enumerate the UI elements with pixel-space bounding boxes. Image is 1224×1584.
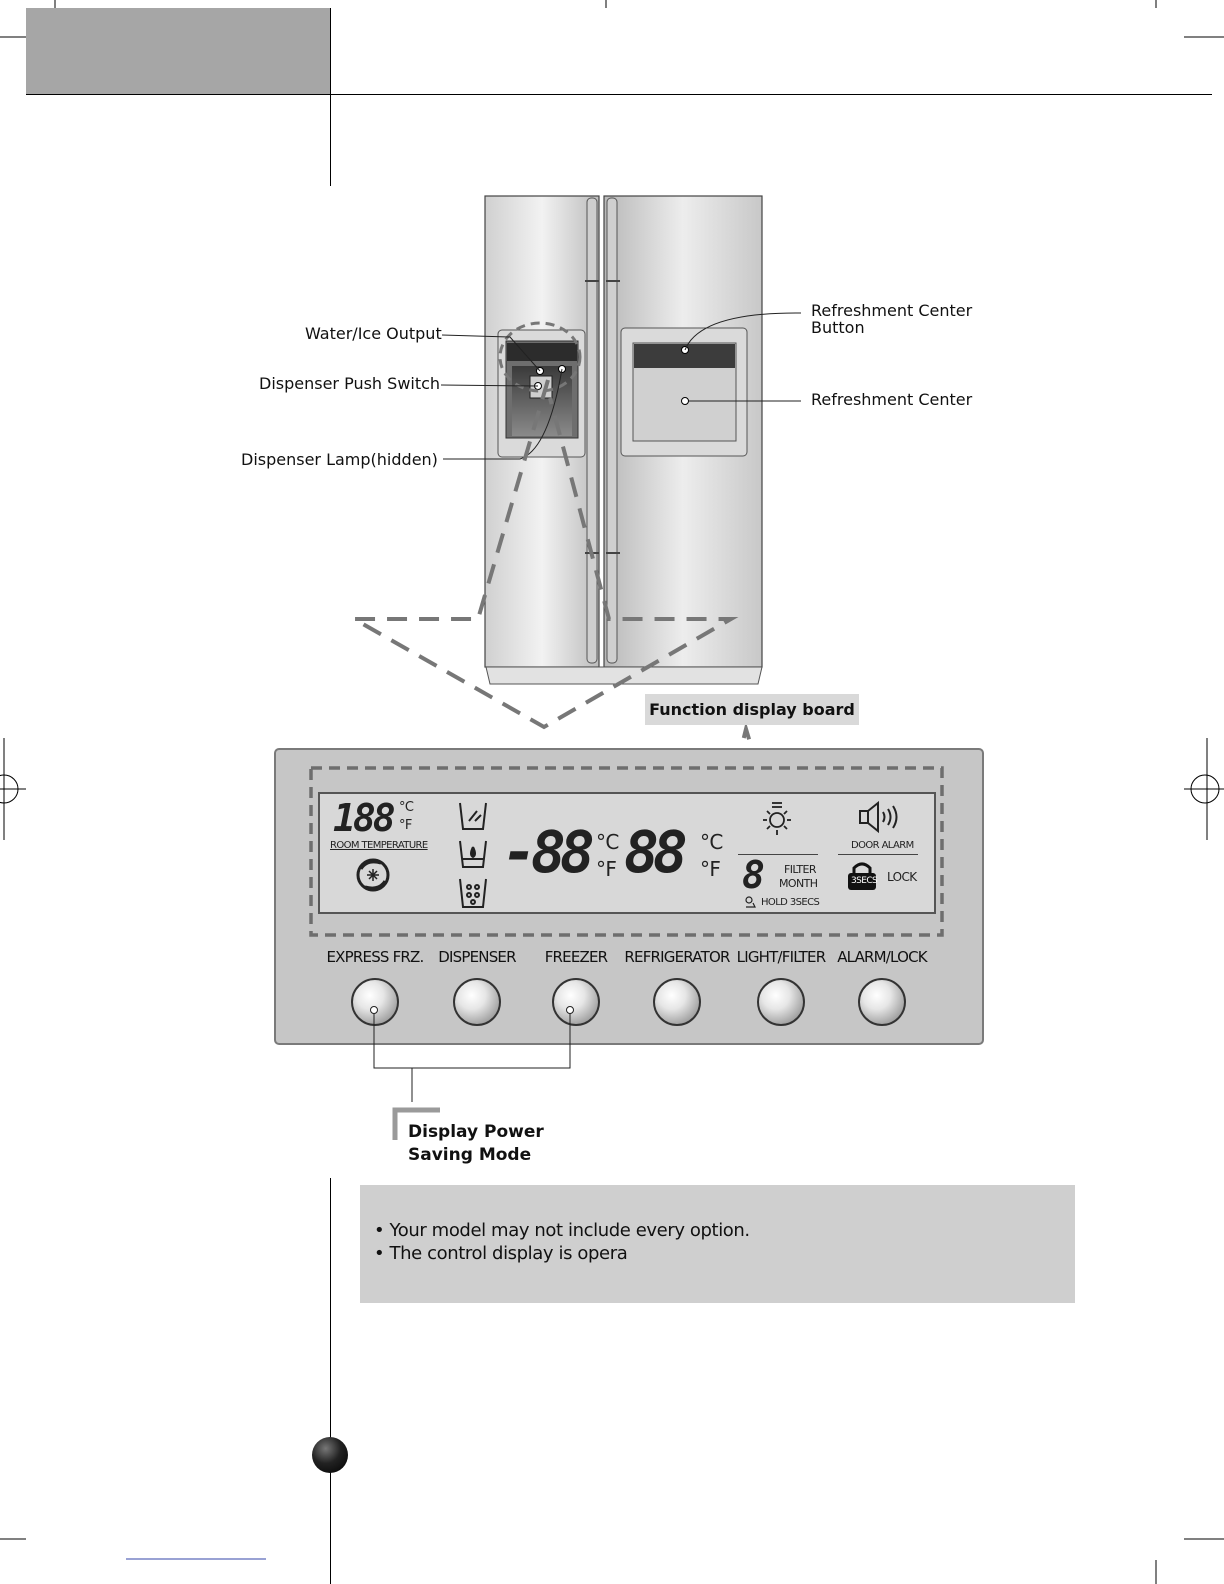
light-filter-button[interactable] xyxy=(757,978,805,1026)
header-rule xyxy=(26,94,1212,95)
alarm-lock-button[interactable] xyxy=(858,978,906,1026)
express-frz-button[interactable] xyxy=(351,978,399,1026)
filter-month-digit: 8 xyxy=(742,853,765,897)
freezer-label: FREEZER xyxy=(544,948,608,966)
hand-press-icon xyxy=(745,896,756,908)
display-power-saving-line1: Display Power xyxy=(408,1122,544,1142)
freezer-celsius: °C xyxy=(596,830,619,854)
fridge-temp-digits: 88 xyxy=(624,818,688,886)
freezer-button[interactable] xyxy=(552,978,600,1026)
fridge-fahrenheit: °F xyxy=(700,857,721,881)
callout-dispenser-push-switch: Dispenser Push Switch xyxy=(259,374,441,393)
crushed-ice-cup-icon xyxy=(459,878,487,908)
note-box xyxy=(360,1185,1075,1303)
ice-cup-icon xyxy=(459,802,487,830)
freezer-fahrenheit: °F xyxy=(596,857,617,881)
page-marker-ball xyxy=(312,1437,348,1473)
water-cup-icon xyxy=(459,840,487,868)
month-label: MONTH xyxy=(779,877,818,890)
door-alarm-label: DOOR ALARM xyxy=(851,840,914,851)
light-bulb-icon xyxy=(763,802,791,835)
speaker-icon xyxy=(859,801,898,834)
callout-refreshment-center-button-line2: Button xyxy=(811,318,865,337)
left-margin-rule-bottom xyxy=(330,1178,331,1584)
lcd-display xyxy=(318,792,936,914)
callout-dispenser-lamp: Dispenser Lamp(hidden) xyxy=(241,450,438,469)
room-temp-fahrenheit: °F xyxy=(399,818,412,833)
refrigerator-label: REFRIGERATOR xyxy=(624,948,730,966)
alarm-lock-label: ALARM/LOCK xyxy=(837,948,927,966)
dispenser-mode-icons xyxy=(459,802,487,908)
filter-label: FILTER xyxy=(784,863,817,876)
room-temperature-label: ROOM TEMPERATURE xyxy=(330,840,428,851)
express-frz-label: EXPRESS FRZ. xyxy=(326,948,424,966)
header-bar xyxy=(26,8,330,94)
dispenser-label: DISPENSER xyxy=(438,948,516,966)
callout-refreshment-center-button-line1: Refreshment Center xyxy=(811,301,973,320)
3secs-label: 3SECS xyxy=(851,876,878,886)
refrigerator-button[interactable] xyxy=(653,978,701,1026)
callout-refreshment-center: Refreshment Center xyxy=(811,390,973,409)
lock-label: LOCK xyxy=(887,870,917,884)
function-display-board-label: Function display board xyxy=(645,694,859,725)
light-filter-label: LIGHT/FILTER xyxy=(736,948,827,966)
room-temp-celsius: °C xyxy=(399,800,414,815)
snowflake-fan-icon xyxy=(356,858,390,892)
left-margin-rule-top xyxy=(330,8,331,186)
dispenser-button[interactable] xyxy=(453,978,501,1026)
fridge-celsius: °C xyxy=(700,830,723,854)
hold-3secs-label: HOLD 3SECS xyxy=(761,897,820,908)
display-power-saving-line2: Saving Mode xyxy=(408,1145,532,1165)
padlock-icon xyxy=(848,862,876,890)
note-line-2: • The control display is opera xyxy=(374,1243,628,1264)
note-line-1: • Your model may not include every optio… xyxy=(374,1220,750,1241)
filter-divider xyxy=(738,854,818,855)
freezer-temp-digits: -88 xyxy=(502,818,595,886)
display-power-saving-label: Display Power Saving Mode xyxy=(408,1121,544,1167)
alarm-divider xyxy=(838,854,918,855)
callout-water-ice-output: Water/Ice Output xyxy=(305,324,442,343)
room-temp-digits: 188 xyxy=(333,796,396,840)
